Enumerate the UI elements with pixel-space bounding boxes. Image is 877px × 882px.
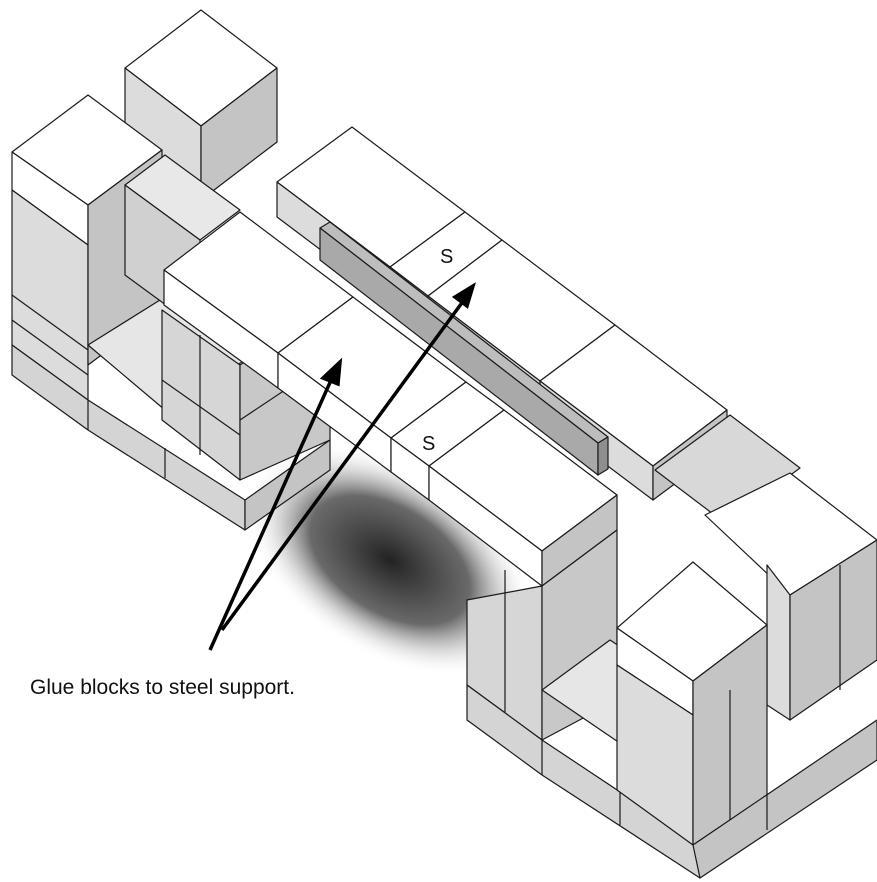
block-label-s-back: S [440,246,453,268]
arrow-to-front-block [208,377,334,651]
left-pier [11,94,331,531]
caption-text: Glue blocks to steel support. [30,676,295,699]
arrowhead-front [319,357,343,387]
steel-support [319,221,609,476]
block-label-s-front: S [422,433,435,455]
arrowhead-back [451,282,476,309]
front-deck-row [163,211,618,587]
right-pier [466,414,877,879]
pointer-arrows [208,282,476,651]
arrow-to-back-block [220,298,466,632]
